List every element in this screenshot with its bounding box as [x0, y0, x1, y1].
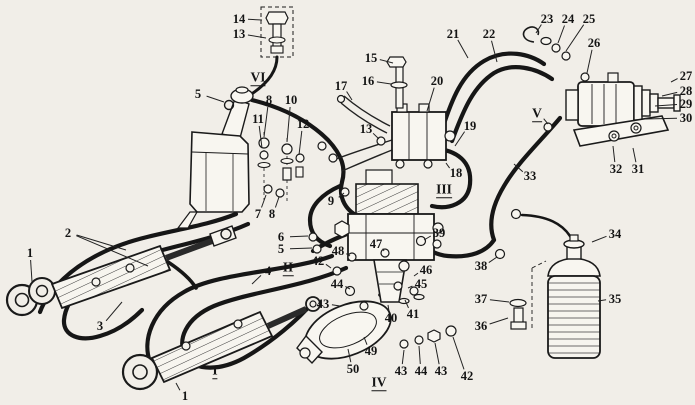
callout-12: 12: [296, 116, 310, 131]
callout-44: 44: [330, 276, 344, 291]
callout-7: 7: [254, 206, 262, 221]
callout-42: 42: [460, 368, 474, 383]
section-label-V: V: [532, 105, 542, 122]
callout-40: 40: [384, 310, 398, 325]
callout-50: 50: [346, 361, 360, 376]
section-label-II: II: [282, 259, 294, 276]
callout-31: 31: [631, 161, 645, 176]
callout-8: 8: [268, 206, 276, 221]
callout-20: 20: [430, 73, 444, 88]
callout-16: 16: [361, 73, 375, 88]
callout-6: 6: [277, 229, 285, 244]
callout-2: 2: [64, 225, 72, 240]
unit-fittings: [308, 187, 457, 349]
callout-46: 46: [419, 262, 433, 277]
oil-filter: [509, 234, 601, 359]
callout-5: 5: [277, 241, 285, 256]
callout-9: 9: [327, 193, 335, 208]
callout-36: 36: [474, 318, 488, 333]
callout-1: 1: [26, 245, 34, 260]
callout-23: 23: [540, 11, 554, 26]
callout-48: 48: [331, 243, 345, 258]
callout-3: 3: [96, 318, 104, 333]
callout-24: 24: [561, 11, 575, 26]
section-label-IV: IV: [371, 374, 387, 391]
callout-43: 43: [394, 363, 408, 378]
callout-33: 33: [523, 168, 537, 183]
pump-assembly: [522, 26, 681, 132]
callout-4: 4: [264, 263, 272, 278]
fittings-cluster: [257, 94, 522, 260]
section-label-I: I: [212, 362, 218, 379]
callout-47: 47: [369, 236, 383, 251]
callout-26: 26: [587, 35, 601, 50]
callout-43: 43: [316, 296, 330, 311]
callout-28: 28: [679, 83, 693, 98]
left-steering-cylinder: [5, 225, 237, 317]
callout-41: 41: [406, 306, 420, 321]
callout-45: 45: [414, 276, 428, 291]
bolt-assembly-detail: [260, 6, 294, 58]
callout-49: 49: [364, 343, 378, 358]
callout-1: 1: [181, 388, 189, 403]
callout-27: 27: [679, 68, 693, 83]
callout-29: 29: [679, 96, 693, 111]
callout-32: 32: [609, 161, 623, 176]
control-valve: [386, 56, 456, 169]
oil-reservoir: [176, 86, 254, 229]
callout-30: 30: [679, 110, 693, 125]
callout-39: 39: [432, 225, 446, 240]
callout-18: 18: [449, 165, 463, 180]
callout-11: 11: [252, 111, 264, 126]
callout-34: 34: [608, 226, 622, 241]
callout-14: 14: [232, 11, 246, 26]
power-cylinder: [121, 296, 321, 391]
callout-8: 8: [265, 92, 273, 107]
callout-44: 44: [414, 363, 428, 378]
mounting-bracket: [572, 115, 670, 147]
callout-19: 19: [463, 118, 477, 133]
callout-15: 15: [364, 50, 378, 65]
callout-38: 38: [474, 258, 488, 273]
callout-43: 43: [434, 363, 448, 378]
callout-22: 22: [482, 26, 496, 41]
callout-35: 35: [608, 291, 622, 306]
callout-21: 21: [446, 26, 460, 41]
steering-gear-housing: [296, 300, 392, 365]
callout-25: 25: [582, 11, 596, 26]
callout-42: 42: [311, 253, 325, 268]
section-label-VI: VI: [250, 69, 266, 86]
callout-13: 13: [232, 26, 246, 41]
callout-13: 13: [359, 121, 373, 136]
callout-10: 10: [284, 92, 298, 107]
callout-17: 17: [334, 78, 348, 93]
callout-5: 5: [194, 86, 202, 101]
callout-37: 37: [474, 291, 488, 306]
section-label-III: III: [436, 181, 452, 198]
steel-pipes: [335, 95, 393, 172]
